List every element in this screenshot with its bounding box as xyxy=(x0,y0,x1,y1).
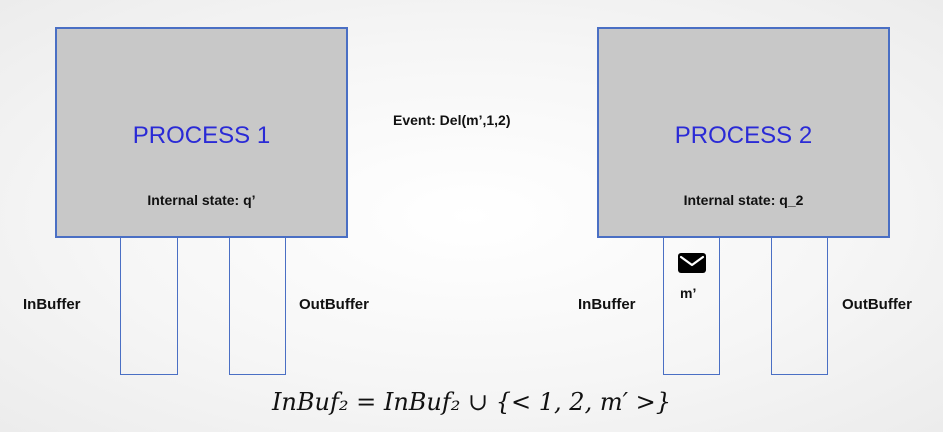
process-1-inbuffer xyxy=(120,237,178,375)
envelope-icon xyxy=(678,253,706,273)
process-1-box: PROCESS 1 Internal state: q’ xyxy=(55,27,348,238)
message-label: m’ xyxy=(680,285,697,301)
process-1-inbuffer-label: InBuffer xyxy=(23,296,81,313)
process-1-outbuffer-label: OutBuffer xyxy=(299,296,369,313)
process-2-outbuffer xyxy=(771,237,828,375)
process-2-title: PROCESS 2 xyxy=(674,122,813,149)
process-2-outbuffer-label: OutBuffer xyxy=(842,296,912,313)
process-1-internal-state: Internal state: q’ xyxy=(147,192,256,208)
process-1-title: PROCESS 1 xyxy=(132,122,271,149)
process-2-inbuffer-label: InBuffer xyxy=(578,296,636,313)
process-2-inbuffer xyxy=(663,237,720,375)
process-2-box: PROCESS 2 Internal state: q_2 xyxy=(597,27,890,238)
event-label: Event: Del(m’,1,2) xyxy=(393,112,511,128)
formula: InBuf₂ = InBuf₂ ∪ {< 1, 2, m′ >} xyxy=(271,388,672,416)
process-1-outbuffer xyxy=(229,237,286,375)
process-2-internal-state: Internal state: q_2 xyxy=(683,192,804,208)
